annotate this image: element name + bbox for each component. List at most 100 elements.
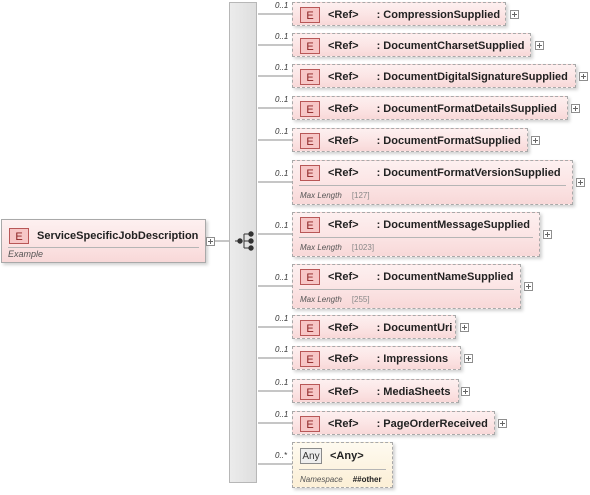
cardinality-label: 0..1: [275, 63, 289, 72]
child-element-name: : DocumentFormatVersionSupplied: [376, 166, 561, 179]
child-element-box[interactable]: E <Ref> : CompressionSupplied: [292, 2, 506, 26]
root-element-box[interactable]: E ServiceSpecificJobDescription: [1, 219, 206, 263]
facet-row: Max Length [255]: [300, 295, 370, 304]
ref-label: <Ref>: [328, 166, 359, 179]
element-badge: E: [300, 350, 320, 367]
child-element-name: : DocumentNameSupplied: [376, 270, 514, 283]
divider: [8, 247, 199, 248]
facet-label: Max Length: [300, 295, 342, 304]
any-label: <Any>: [330, 449, 364, 462]
element-badge: E: [300, 100, 320, 117]
child-element-name: : DocumentFormatSupplied: [376, 134, 521, 147]
child-element-box[interactable]: E <Ref> : DocumentDigitalSignatureSuppli…: [292, 64, 576, 88]
facet-value: [255]: [351, 295, 370, 304]
ref-label: <Ref>: [328, 385, 359, 398]
expand-toggle[interactable]: [579, 72, 588, 81]
element-badge: E: [300, 216, 320, 233]
child-element-name: : MediaSheets: [376, 385, 451, 398]
ref-label: <Ref>: [328, 321, 359, 334]
ref-label: <Ref>: [328, 352, 359, 365]
child-element-box[interactable]: E <Ref> : DocumentNameSupplied Max Lengt…: [292, 264, 521, 309]
facet-value: [127]: [351, 191, 370, 200]
facet-label: Max Length: [300, 243, 342, 252]
element-badge: E: [300, 68, 320, 85]
expand-toggle[interactable]: [460, 323, 469, 332]
divider: [299, 469, 386, 470]
cardinality-label: 0..1: [275, 378, 289, 387]
any-badge: Any: [300, 447, 322, 464]
cardinality-label: 0..1: [275, 1, 289, 10]
root-collapse-toggle[interactable]: [206, 237, 215, 246]
cardinality-label: 0..1: [275, 221, 289, 230]
cardinality-label: 0..1: [275, 95, 289, 104]
ref-label: <Ref>: [328, 70, 359, 83]
expand-toggle[interactable]: [571, 104, 580, 113]
facet-label: Namespace: [300, 475, 343, 484]
cardinality-label: 0..1: [275, 127, 289, 136]
element-badge: E: [300, 132, 320, 149]
element-badge: E: [300, 164, 320, 181]
expand-toggle[interactable]: [531, 136, 540, 145]
child-element-box[interactable]: E <Ref> : DocumentFormatSupplied: [292, 128, 528, 152]
element-badge: E: [300, 319, 320, 336]
root-note: Example: [8, 249, 44, 259]
facet-value: [1023]: [351, 243, 375, 252]
cardinality-label: 0..1: [275, 32, 289, 41]
facet-row: Namespace ##other: [300, 475, 382, 484]
cardinality-label: 0..1: [275, 345, 289, 354]
any-wildcard-box[interactable]: Any <Any> Namespace ##other: [292, 442, 393, 488]
element-badge: E: [9, 227, 29, 244]
divider: [299, 289, 514, 290]
sequence-compositor-icon: [235, 231, 254, 251]
child-element-name: : DocumentDigitalSignatureSupplied: [376, 70, 568, 83]
ref-label: <Ref>: [328, 8, 359, 21]
element-badge: E: [300, 383, 320, 400]
cardinality-label: 0..1: [275, 314, 289, 323]
expand-toggle[interactable]: [576, 178, 585, 187]
child-element-name: : DocumentUri: [376, 321, 453, 334]
cardinality-label: 0..1: [275, 273, 289, 282]
ref-label: <Ref>: [328, 270, 359, 283]
child-element-box[interactable]: E <Ref> : PageOrderReceived: [292, 411, 495, 435]
element-badge: E: [300, 6, 320, 23]
child-element-name: : DocumentMessageSupplied: [376, 218, 530, 231]
divider: [299, 185, 566, 186]
facet-row: Max Length [127]: [300, 191, 370, 200]
expand-toggle[interactable]: [461, 387, 470, 396]
expand-toggle[interactable]: [535, 41, 544, 50]
child-element-box[interactable]: E <Ref> : DocumentCharsetSupplied: [292, 33, 531, 57]
child-element-name: : DocumentFormatDetailsSupplied: [376, 102, 557, 115]
ref-label: <Ref>: [328, 218, 359, 231]
expand-toggle[interactable]: [543, 230, 552, 239]
element-badge: E: [300, 415, 320, 432]
ref-label: <Ref>: [328, 39, 359, 52]
cardinality-label: 0..1: [275, 410, 289, 419]
child-element-box[interactable]: E <Ref> : Impressions: [292, 346, 461, 370]
ref-label: <Ref>: [328, 134, 359, 147]
child-element-name: : DocumentCharsetSupplied: [376, 39, 525, 52]
expand-toggle[interactable]: [498, 419, 507, 428]
cardinality-label: 0..1: [275, 169, 289, 178]
expand-toggle[interactable]: [524, 282, 533, 291]
child-element-name: : CompressionSupplied: [376, 8, 501, 21]
child-element-box[interactable]: E <Ref> : DocumentFormatDetailsSupplied: [292, 96, 568, 120]
expand-toggle[interactable]: [510, 10, 519, 19]
root-element-name: ServiceSpecificJobDescription: [37, 229, 199, 242]
element-badge: E: [300, 37, 320, 54]
child-element-name: : PageOrderReceived: [376, 417, 488, 430]
element-badge: E: [300, 268, 320, 285]
ref-label: <Ref>: [328, 102, 359, 115]
facet-value: ##other: [352, 475, 382, 484]
facet-label: Max Length: [300, 191, 342, 200]
expand-toggle[interactable]: [464, 354, 473, 363]
child-element-box[interactable]: E <Ref> : DocumentMessageSupplied Max Le…: [292, 212, 540, 257]
facet-row: Max Length [1023]: [300, 243, 374, 252]
ref-label: <Ref>: [328, 417, 359, 430]
child-element-box[interactable]: E <Ref> : DocumentFormatVersionSupplied …: [292, 160, 573, 205]
cardinality-label: 0..*: [275, 451, 288, 460]
child-element-box[interactable]: E <Ref> : MediaSheets: [292, 379, 459, 403]
child-element-name: : Impressions: [376, 352, 449, 365]
divider: [299, 237, 533, 238]
child-element-box[interactable]: E <Ref> : DocumentUri: [292, 315, 456, 339]
